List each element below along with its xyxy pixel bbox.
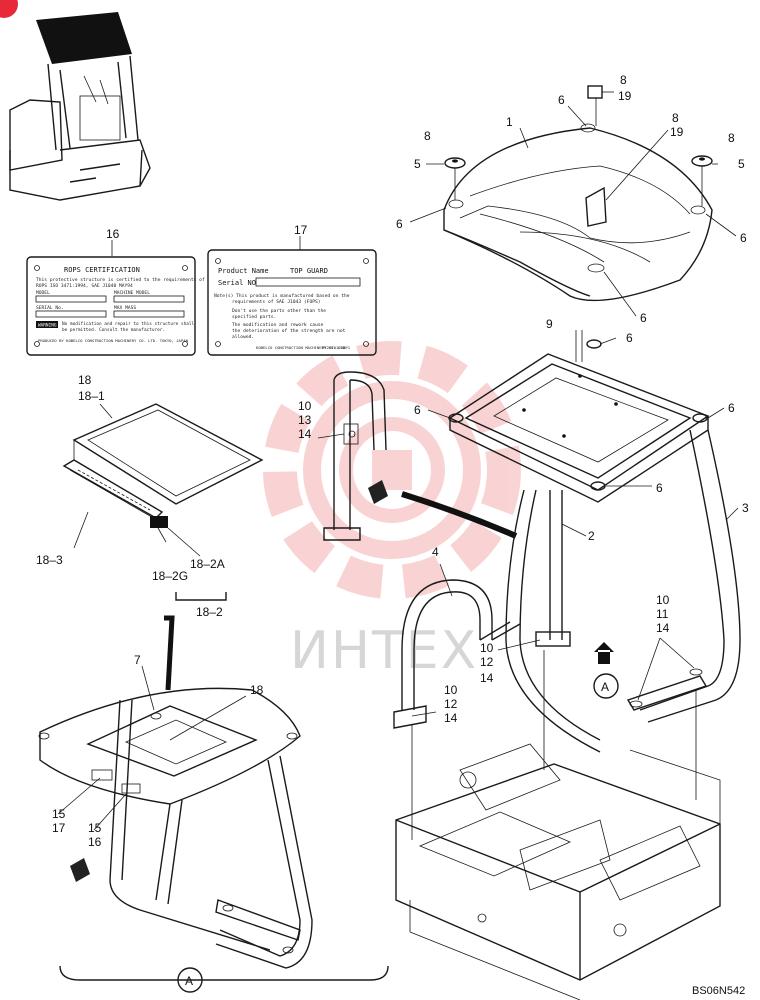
label-18-2: 18–2 — [196, 605, 223, 619]
label-15-b: 15 — [88, 821, 102, 835]
rops-warn2: be permitted. Consult the manufacturer. — [62, 327, 165, 333]
label-6-frame-bottom: 6 — [656, 481, 663, 495]
direction-arrow — [70, 480, 614, 882]
label-8-right: 8 — [728, 131, 735, 145]
label-14-post: 14 — [298, 427, 312, 441]
label-16: 16 — [106, 227, 120, 241]
label-4: 4 — [432, 545, 439, 559]
rops-warning: WARNING — [38, 323, 57, 329]
label-18-lower: 18 — [250, 683, 264, 697]
label-2: 2 — [588, 529, 595, 543]
label-14-center: 14 — [480, 671, 494, 685]
label-7: 7 — [134, 653, 141, 667]
guard-note4: specified parts. — [232, 314, 276, 320]
guard-serial-label: Serial NO — [218, 279, 256, 287]
label-5-right: 5 — [738, 157, 745, 171]
label-11: 11 — [656, 607, 669, 621]
bracket-18-2 — [175, 592, 227, 601]
rops-field-machine-model: MACHINE MODEL — [114, 290, 150, 296]
label-6-frame-left: 6 — [414, 403, 421, 417]
guard-note7: allowed. — [232, 334, 254, 340]
guard-note1: Note(s) This product is manufactured bas… — [214, 293, 350, 299]
label-18-1: 18–1 — [78, 389, 105, 403]
guard-note2: requirements of SAE J1043 (FOPS) — [232, 299, 321, 305]
rops-field-serial: SERIAL No. — [36, 305, 64, 311]
label-19-top: 19 — [618, 89, 632, 103]
label-6-left: 6 — [396, 217, 403, 231]
part-4-handrail — [393, 579, 521, 729]
guard-product-label: Product Name — [218, 267, 269, 275]
leader-lines — [57, 91, 739, 831]
rops-plate: ROPS CERTIFICATION This protective struc… — [26, 256, 205, 356]
callouts: 16 17 18 18–1 18–3 18–2A 18–2G 18–2 1 6 … — [36, 73, 749, 849]
label-14-handrail: 14 — [444, 711, 458, 725]
label-10-post: 10 — [298, 399, 312, 413]
rops-line2: ROPS ISO 3471:1994, SAE J1040 MAY94 — [36, 283, 133, 289]
label-6-frame-top: 6 — [626, 331, 633, 345]
svg-text:A: A — [185, 974, 193, 988]
rops-line1: This protective structure is certified t… — [36, 277, 205, 283]
lower-canopy-view — [38, 687, 313, 969]
label-19-mid: 19 — [670, 125, 684, 139]
label-9: 9 — [546, 317, 553, 331]
base-chassis — [395, 650, 721, 1000]
part-3-frame — [505, 429, 741, 753]
view-a-marker-main: A — [593, 673, 619, 699]
label-8-left: 8 — [424, 129, 431, 143]
label-17: 17 — [294, 223, 308, 237]
label-8-mid: 8 — [672, 111, 679, 125]
drawing-code: BS06N542 — [692, 985, 745, 997]
view-a-marker-bottom: A — [177, 967, 203, 993]
label-6-frame-right: 6 — [728, 401, 735, 415]
label-3: 3 — [742, 501, 749, 515]
guard-note5: The modification and rework cause — [232, 322, 324, 328]
guard-maker: KOBELCO CONSTRUCTION MACHINERY CO. LTD. — [256, 345, 347, 350]
label-14-right: 14 — [656, 621, 670, 635]
rops-field-model: MODEL — [36, 290, 50, 296]
rops-field-max-mass: MAX MASS — [114, 305, 136, 311]
rops-maker: PRODUCED BY KOBELCO CONSTRUCTION MACHINE… — [38, 338, 189, 343]
label-10-right: 10 — [656, 593, 670, 607]
label-6-top: 6 — [558, 93, 565, 107]
label-18-2g: 18–2G — [152, 569, 188, 583]
label-10-handrail: 10 — [444, 683, 458, 697]
watermark-logo — [263, 341, 521, 599]
guard-note3: Don't use the parts other than the — [232, 308, 326, 314]
corner-badge — [0, 0, 18, 18]
watermark-text: ИНТЕХ — [290, 621, 478, 681]
label-10-center: 10 — [480, 641, 494, 655]
label-18-3: 18–3 — [36, 553, 63, 567]
excavator-thumbnail — [9, 12, 151, 201]
part-18-plate — [62, 403, 264, 528]
part-10-post — [323, 371, 387, 541]
canopy-fasteners — [444, 85, 713, 206]
guard-code: PY29T01018P1 — [322, 345, 351, 350]
top-guard-plate: Product Name TOP GUARD Serial NO Note(s)… — [207, 249, 377, 356]
label-1: 1 — [506, 115, 513, 129]
label-6-right: 6 — [740, 231, 747, 245]
rops-warn1: No modification and repair to this struc… — [62, 321, 195, 327]
label-18: 18 — [78, 373, 92, 387]
label-8-top: 8 — [620, 73, 627, 87]
label-13: 13 — [298, 413, 312, 427]
rops-title: ROPS CERTIFICATION — [64, 266, 140, 274]
label-18-2a: 18–2A — [190, 557, 225, 571]
guard-note6: the deterioration of the strength are no… — [232, 328, 346, 334]
guard-product-name: TOP GUARD — [290, 267, 328, 275]
label-12-center: 12 — [480, 655, 494, 669]
label-6-bottom: 6 — [640, 311, 647, 325]
label-17-b: 17 — [52, 821, 66, 835]
svg-text:A: A — [601, 680, 609, 694]
view-a-bracket — [59, 965, 389, 981]
label-16-b: 16 — [88, 835, 102, 849]
label-12-handrail: 12 — [444, 697, 458, 711]
part-1-canopy — [443, 123, 713, 302]
label-5-left: 5 — [414, 157, 421, 171]
label-15-a: 15 — [52, 807, 66, 821]
